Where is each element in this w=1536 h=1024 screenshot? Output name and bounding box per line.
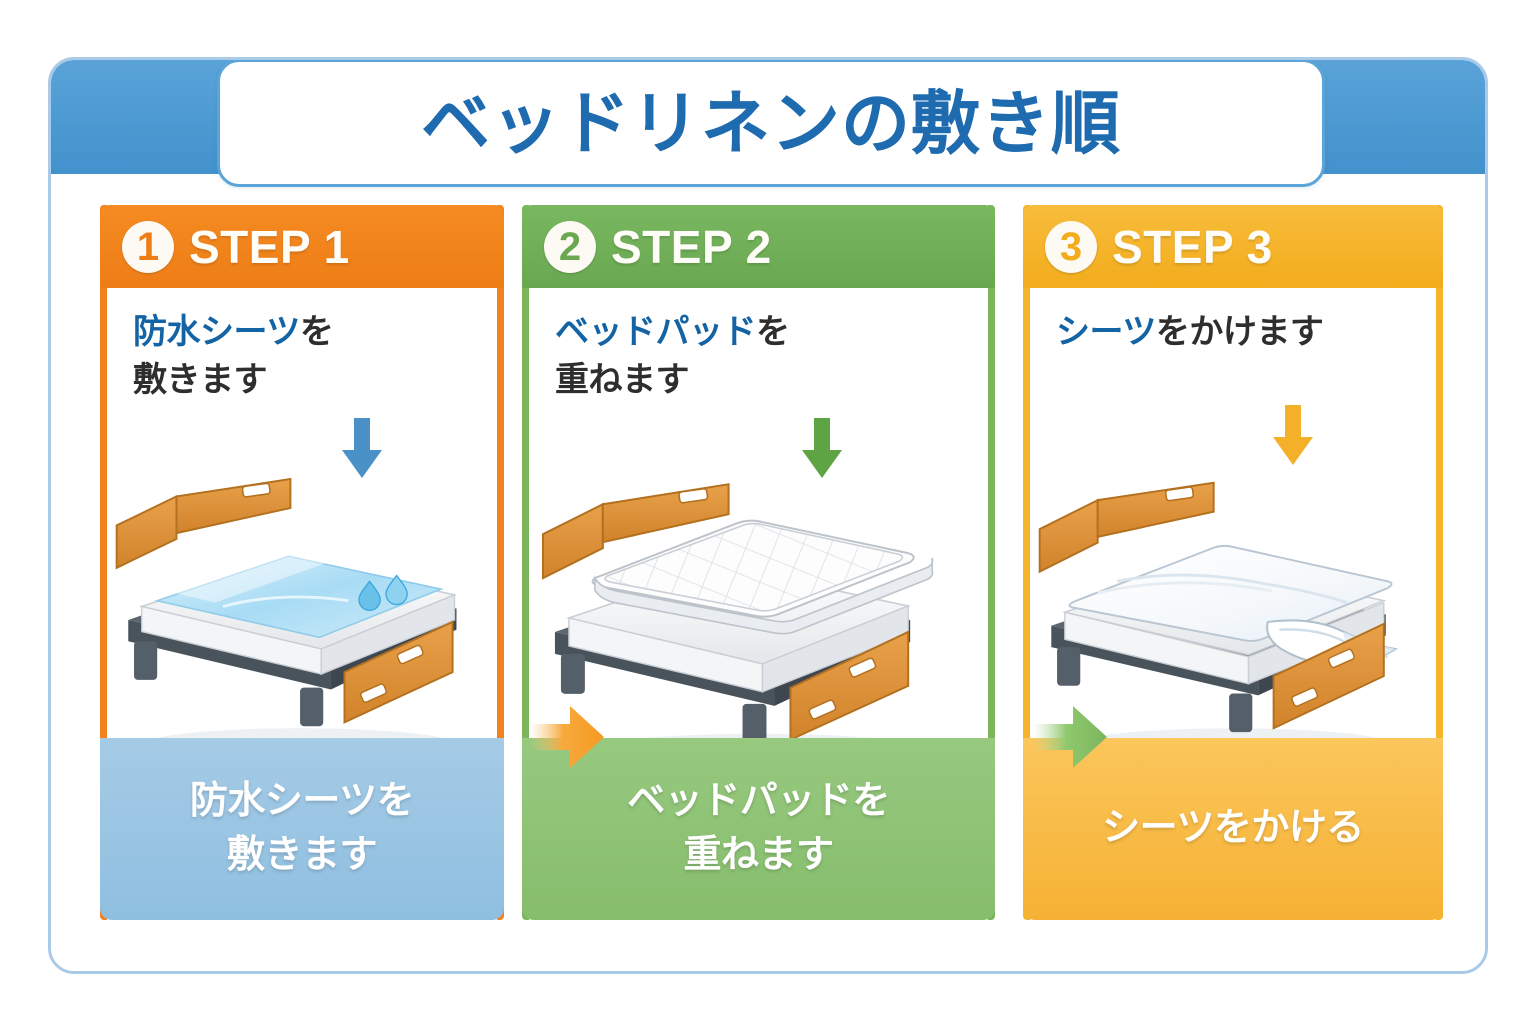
step-1-label: STEP 1 bbox=[189, 220, 350, 273]
infographic-card: ベッドリネンの敷き順 1 STEP 1 防水シーツを 敷きます bbox=[48, 57, 1488, 974]
step-2-instruction-particle: を bbox=[756, 313, 790, 351]
step-1-number-badge: 1 bbox=[122, 220, 174, 273]
step-panel-3: 3 STEP 3 シーツをかけます bbox=[1023, 205, 1443, 920]
step-3-number-badge: 3 bbox=[1045, 220, 1097, 273]
step-panel-2: 2 STEP 2 ベッドパッドを 重ねます bbox=[522, 205, 995, 920]
step-3-caption: シーツをかける bbox=[1023, 738, 1443, 920]
step-2-instruction: ベッドパッドを 重ねます bbox=[555, 308, 970, 405]
step-2-caption-line2: 重ねます bbox=[683, 834, 834, 876]
steps-container: 1 STEP 1 防水シーツを 敷きます bbox=[51, 205, 1485, 971]
step-3-caption-line1: シーツをかける bbox=[1102, 807, 1364, 850]
step-1-instruction: 防水シーツを 敷きます bbox=[133, 308, 479, 405]
step-2-instruction-line2: 重ねます bbox=[555, 361, 690, 400]
step-1-caption: 防水シーツを 敷きます bbox=[100, 738, 504, 920]
step-2-label: STEP 2 bbox=[611, 220, 772, 273]
step-3-instruction: シーツをかけます bbox=[1056, 308, 1418, 356]
step-3-instruction-highlight: シーツ bbox=[1056, 313, 1156, 351]
step-1-instruction-highlight: 防水シーツ bbox=[133, 313, 300, 351]
step-1-header: 1 STEP 1 bbox=[100, 205, 504, 288]
step-3-label: STEP 3 bbox=[1112, 220, 1273, 273]
step-1-body: 1 STEP 1 防水シーツを 敷きます bbox=[100, 205, 504, 920]
title-plaque: ベッドリネンの敷き順 bbox=[217, 60, 1325, 187]
arrow-step2-to-step3-icon bbox=[1031, 700, 1109, 774]
step-1-illustration bbox=[107, 460, 497, 780]
step-1-instruction-particle: を bbox=[299, 313, 334, 351]
step-3-instruction-particle: をかけます bbox=[1155, 313, 1324, 351]
arrow-step1-to-step2-icon bbox=[528, 700, 606, 774]
step-panel-1: 1 STEP 1 防水シーツを 敷きます bbox=[100, 205, 504, 920]
step-1-caption-line2: 敷きます bbox=[226, 834, 378, 876]
step-2-body: 2 STEP 2 ベッドパッドを 重ねます bbox=[522, 205, 995, 920]
step-3-illustration bbox=[1030, 460, 1436, 780]
step-2-instruction-highlight: ベッドパッド bbox=[555, 313, 757, 351]
page-title: ベッドリネンの敷き順 bbox=[421, 84, 1121, 162]
step-2-header: 2 STEP 2 bbox=[522, 205, 995, 288]
step-1-caption-line1: 防水シーツを bbox=[189, 780, 415, 823]
step-2-caption-line1: ベッドパッドを bbox=[627, 780, 890, 823]
step-3-header: 3 STEP 3 bbox=[1023, 205, 1443, 288]
step-2-down-arrow-icon bbox=[799, 418, 845, 480]
step-1-instruction-line2: 敷きます bbox=[133, 361, 268, 400]
step-2-caption: ベッドパッドを 重ねます bbox=[522, 738, 995, 920]
step-3-down-arrow-icon bbox=[1270, 405, 1316, 467]
step-3-body: 3 STEP 3 シーツをかけます bbox=[1023, 205, 1443, 920]
step-2-number-badge: 2 bbox=[544, 220, 596, 273]
step-1-down-arrow-icon bbox=[339, 418, 385, 480]
